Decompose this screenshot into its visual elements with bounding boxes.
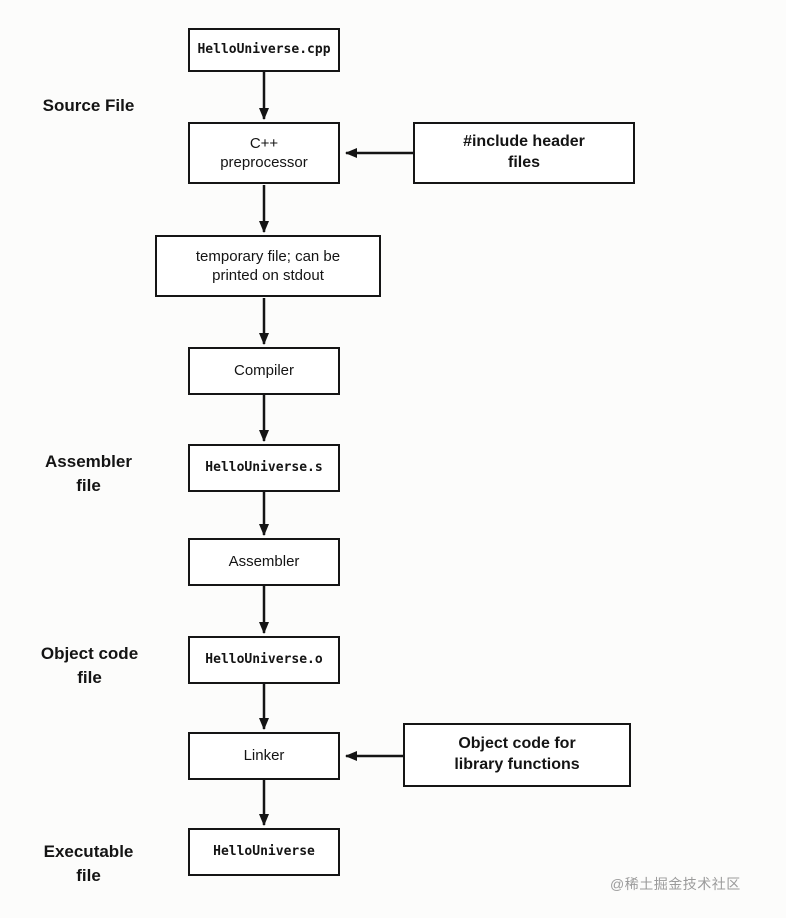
node-executable: HelloUniverse [188,828,340,876]
label-object-code-file: Object code file [40,644,139,687]
node-object-code-library: Object code for library functions [403,723,631,787]
watermark-text: @稀土掘金技术社区 [610,876,741,892]
node-compiler: Compiler [188,347,340,395]
label-source-file: Source File [42,96,135,115]
label-executable-file: Executable file [43,842,134,885]
node-preprocessor: C++ preprocessor [188,122,340,184]
node-temporary-file: temporary file; can be printed on stdout [155,235,381,297]
node-source-file: HelloUniverse.cpp [188,28,340,72]
node-assembly-file: HelloUniverse.s [188,444,340,492]
node-include-header-files: #include header files [413,122,635,184]
node-assembler: Assembler [188,538,340,586]
label-assembler-file: Assembler file [45,452,132,495]
node-linker: Linker [188,732,340,780]
node-object-file: HelloUniverse.o [188,636,340,684]
